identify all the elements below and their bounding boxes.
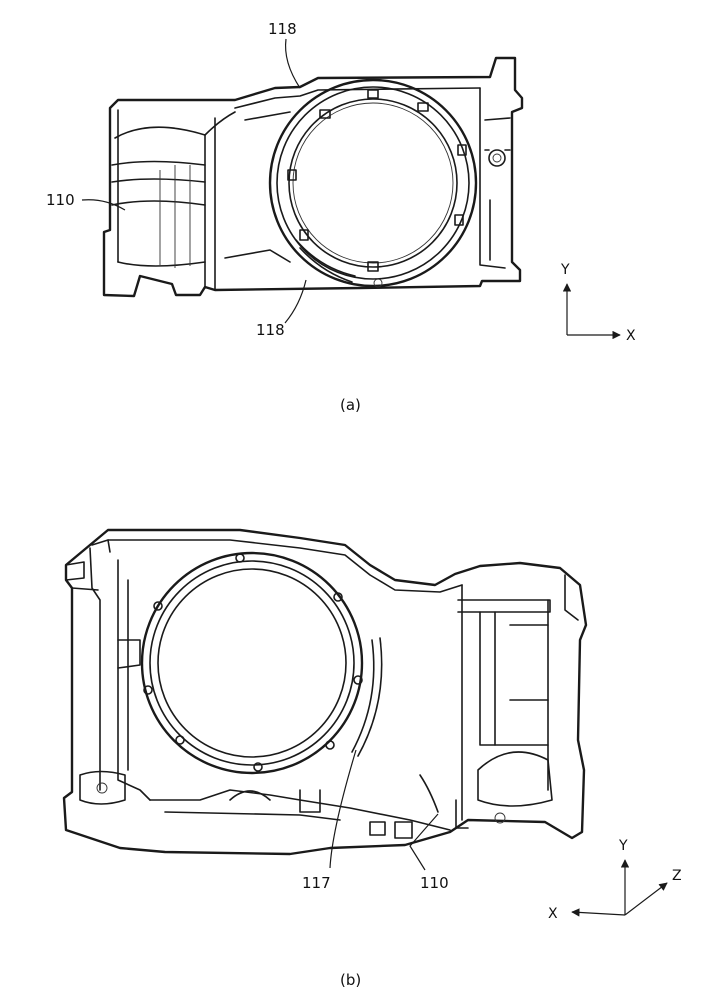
figure-b-drawing bbox=[62, 528, 588, 856]
axes-a bbox=[562, 283, 621, 340]
label-117: 117 bbox=[302, 874, 331, 892]
axis-label-y-a: Y bbox=[560, 262, 570, 278]
axis-label-x-b: X bbox=[548, 906, 558, 922]
leader-118-bottom bbox=[284, 279, 307, 324]
axis-label-x-a: X bbox=[626, 328, 636, 344]
caption-b: (b) bbox=[340, 971, 361, 989]
label-110-b: 110 bbox=[420, 874, 449, 892]
axes-b bbox=[571, 859, 668, 917]
leader-110 bbox=[81, 199, 126, 211]
leader-110-b bbox=[409, 813, 439, 871]
figure-a-drawing bbox=[102, 56, 524, 298]
axis-label-y-b: Y bbox=[618, 838, 628, 854]
caption-a: (a) bbox=[340, 396, 361, 414]
leader-118-top bbox=[284, 38, 301, 89]
label-110-a: 110 bbox=[46, 191, 75, 209]
label-118-top: 118 bbox=[268, 20, 297, 38]
label-118-bottom: 118 bbox=[256, 321, 285, 339]
axis-label-z-b: Z bbox=[672, 868, 682, 884]
leader-117 bbox=[329, 749, 357, 869]
